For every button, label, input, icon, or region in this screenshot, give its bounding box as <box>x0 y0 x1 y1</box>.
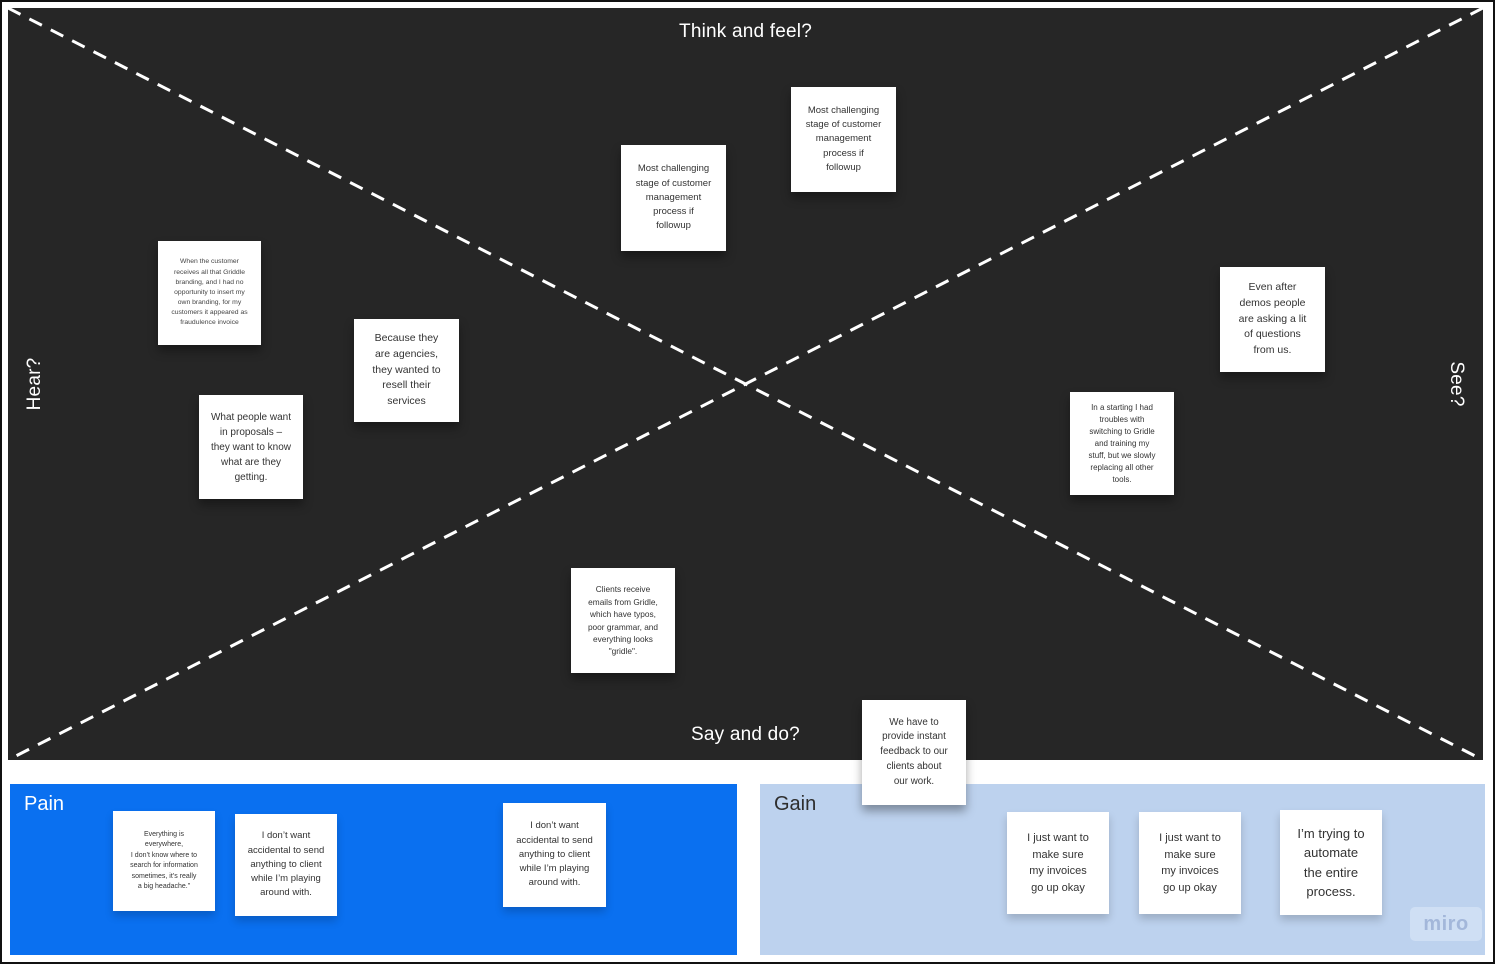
sticky-note-most-challenging-1[interactable]: Most challenging stage of customer manag… <box>791 87 896 192</box>
empathy-map-canvas: Think and feel? Say and do? Hear? See? <box>8 8 1483 760</box>
sticky-note-invoices-okay-2[interactable]: I just want to make sure my invoices go … <box>1139 812 1241 914</box>
sticky-note-instant-feedback[interactable]: We have to provide instant feedback to o… <box>862 700 966 805</box>
miro-logo[interactable]: miro <box>1410 907 1482 941</box>
sticky-note-proposals[interactable]: What people want in proposals – they wan… <box>199 395 303 499</box>
sticky-note-everything-everywhere[interactable]: Everything is everywhere, I don’t know w… <box>113 811 215 911</box>
pain-panel-label: Pain <box>24 793 65 815</box>
sticky-note-accidental-send-1[interactable]: I don’t want accidental to send anything… <box>235 814 337 916</box>
diagonal-divider-lines <box>8 8 1483 760</box>
quadrant-label-see: See? <box>1446 361 1467 407</box>
sticky-note-accidental-send-2[interactable]: I don’t want accidental to send anything… <box>503 803 606 907</box>
sticky-note-agencies-resell[interactable]: Because they are agencies, they wanted t… <box>354 319 459 422</box>
sticky-note-switching-troubles[interactable]: In a starting I had troubles with switch… <box>1070 392 1174 495</box>
sticky-note-gridle-emails[interactable]: Clients receive emails from Gridle, whic… <box>571 568 675 673</box>
quadrant-label-hear: Hear? <box>24 357 45 411</box>
sticky-note-invoices-okay-1[interactable]: I just want to make sure my invoices go … <box>1007 812 1109 914</box>
quadrant-label-say-and-do: Say and do? <box>691 724 800 745</box>
sticky-note-automate-process[interactable]: I’m trying to automate the entire proces… <box>1280 810 1382 915</box>
gain-panel-label: Gain <box>774 793 817 815</box>
quadrant-label-think-and-feel: Think and feel? <box>679 21 812 42</box>
sticky-note-griddle-branding[interactable]: When the customer receives all that Grid… <box>158 241 261 345</box>
sticky-note-most-challenging-2[interactable]: Most challenging stage of customer manag… <box>621 145 726 251</box>
sticky-note-demos-questions[interactable]: Even after demos people are asking a lit… <box>1220 267 1325 372</box>
